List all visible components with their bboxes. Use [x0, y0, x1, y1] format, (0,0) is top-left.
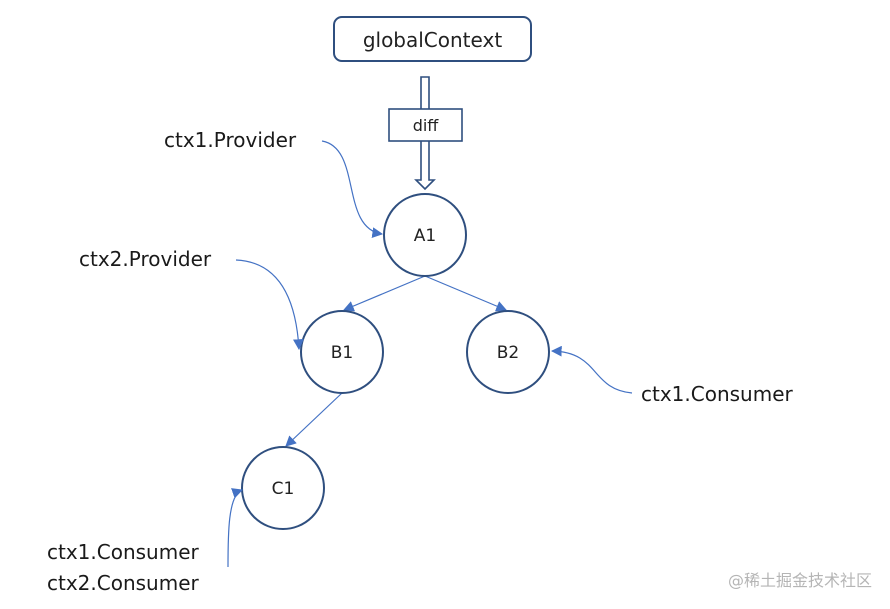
diff-box [388, 108, 463, 142]
node-c1-label: C1 [272, 479, 295, 499]
label-ctx1-provider: ctx1.Provider [164, 128, 297, 152]
node-c1: C1 [241, 446, 325, 530]
arrow-ctx2-provider [235, 259, 304, 351]
global-context-box: globalContext [333, 16, 532, 62]
node-a1: A1 [383, 193, 467, 277]
diff-arrow: diff [388, 76, 463, 191]
node-b1-label: B1 [331, 343, 353, 363]
arrow-ctx1-provider [321, 140, 384, 238]
node-b1: B1 [300, 310, 384, 394]
arrow-ctx1-consumer-b2 [550, 345, 633, 394]
label-ctx1-consumer-c1: ctx1.Consumer [47, 540, 200, 564]
tree-edges [285, 275, 507, 447]
edge-b1-c1 [285, 392, 343, 447]
edge-a1-b2 [424, 275, 507, 312]
arrow-consumers-c1 [227, 488, 244, 568]
label-ctx2-consumer-c1: ctx2.Consumer [47, 571, 200, 595]
edge-a1-b1 [343, 275, 426, 312]
node-b2: B2 [466, 310, 550, 394]
global-context-label: globalContext [363, 28, 503, 52]
node-a1-label: A1 [414, 226, 436, 246]
watermark: @稀土掘金技术社区 [728, 571, 872, 590]
label-ctx2-provider: ctx2.Provider [79, 247, 212, 271]
diff-label: diff [413, 116, 440, 135]
annotation-arrows [227, 140, 633, 568]
node-b2-label: B2 [497, 343, 519, 363]
label-ctx1-consumer-b2: ctx1.Consumer [641, 382, 794, 406]
